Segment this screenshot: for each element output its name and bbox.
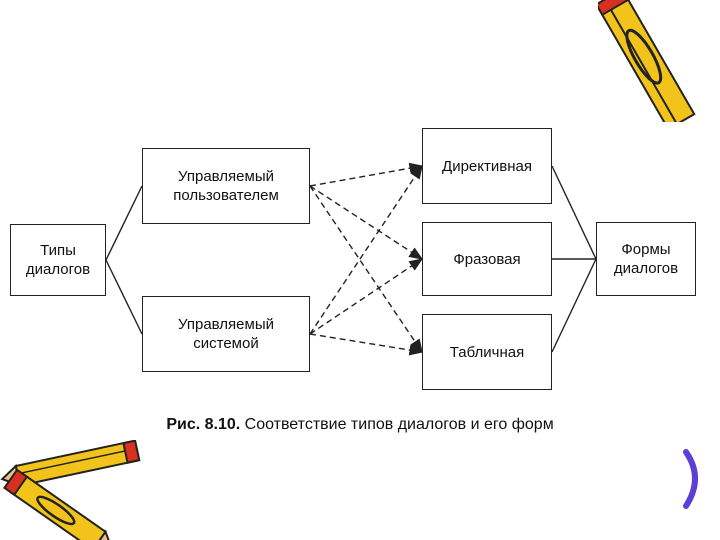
edge-system_controlled-to-phrase: [309, 258, 424, 335]
edge-system_controlled-to-directive: [309, 164, 423, 335]
node-dialog-forms-line1: Формы: [621, 241, 671, 258]
node-tabular: Табличная: [422, 314, 552, 390]
node-dialog-forms-line2: диалогов: [613, 260, 679, 277]
edge-user_controlled-to-tabular: [309, 185, 423, 354]
edge-directive-to-dialog_forms: [551, 165, 597, 260]
edge-tabular-to-dialog_forms: [551, 258, 597, 353]
edge-dialog_types-to-user_controlled: [105, 185, 143, 261]
node-dialog-types-line1: Типы: [40, 242, 76, 259]
node-dialog-types: Типы диалогов: [10, 224, 106, 296]
edge-dialog_types-to-system_controlled: [105, 259, 143, 335]
node-dialog-forms: Формы диалогов: [596, 222, 696, 296]
node-user-controlled: Управляемый пользователем: [142, 148, 310, 224]
node-phrase-label: Фразовая: [453, 250, 521, 268]
figure-caption: Рис. 8.10. Соответствие типов диалогов и…: [0, 416, 720, 434]
node-directive-label: Директивная: [442, 157, 532, 175]
figure-caption-text: Соответствие типов диалогов и его форм: [244, 416, 554, 433]
node-system-controlled: Управляемый системой: [142, 296, 310, 372]
edge-user_controlled-to-phrase: [309, 185, 424, 260]
bracket-icon: [683, 449, 698, 509]
edges-layer: [105, 162, 597, 356]
figure-caption-number: Рис. 8.10.: [166, 416, 241, 433]
node-dialog-types-line2: диалогов: [25, 261, 91, 278]
node-tabular-label: Табличная: [449, 343, 525, 361]
node-directive: Директивная: [422, 128, 552, 204]
pencil-icon: [598, 0, 696, 122]
node-system-controlled-line2: системой: [193, 335, 259, 352]
pencil-icon: [0, 440, 141, 540]
node-system-controlled-line1: Управляемый: [178, 316, 274, 333]
node-phrase: Фразовая: [422, 222, 552, 296]
edge-system_controlled-to-tabular: [309, 333, 424, 356]
edge-user_controlled-to-directive: [309, 162, 424, 187]
node-user-controlled-line1: Управляемый: [178, 168, 274, 185]
node-user-controlled-line2: пользователем: [173, 187, 279, 204]
